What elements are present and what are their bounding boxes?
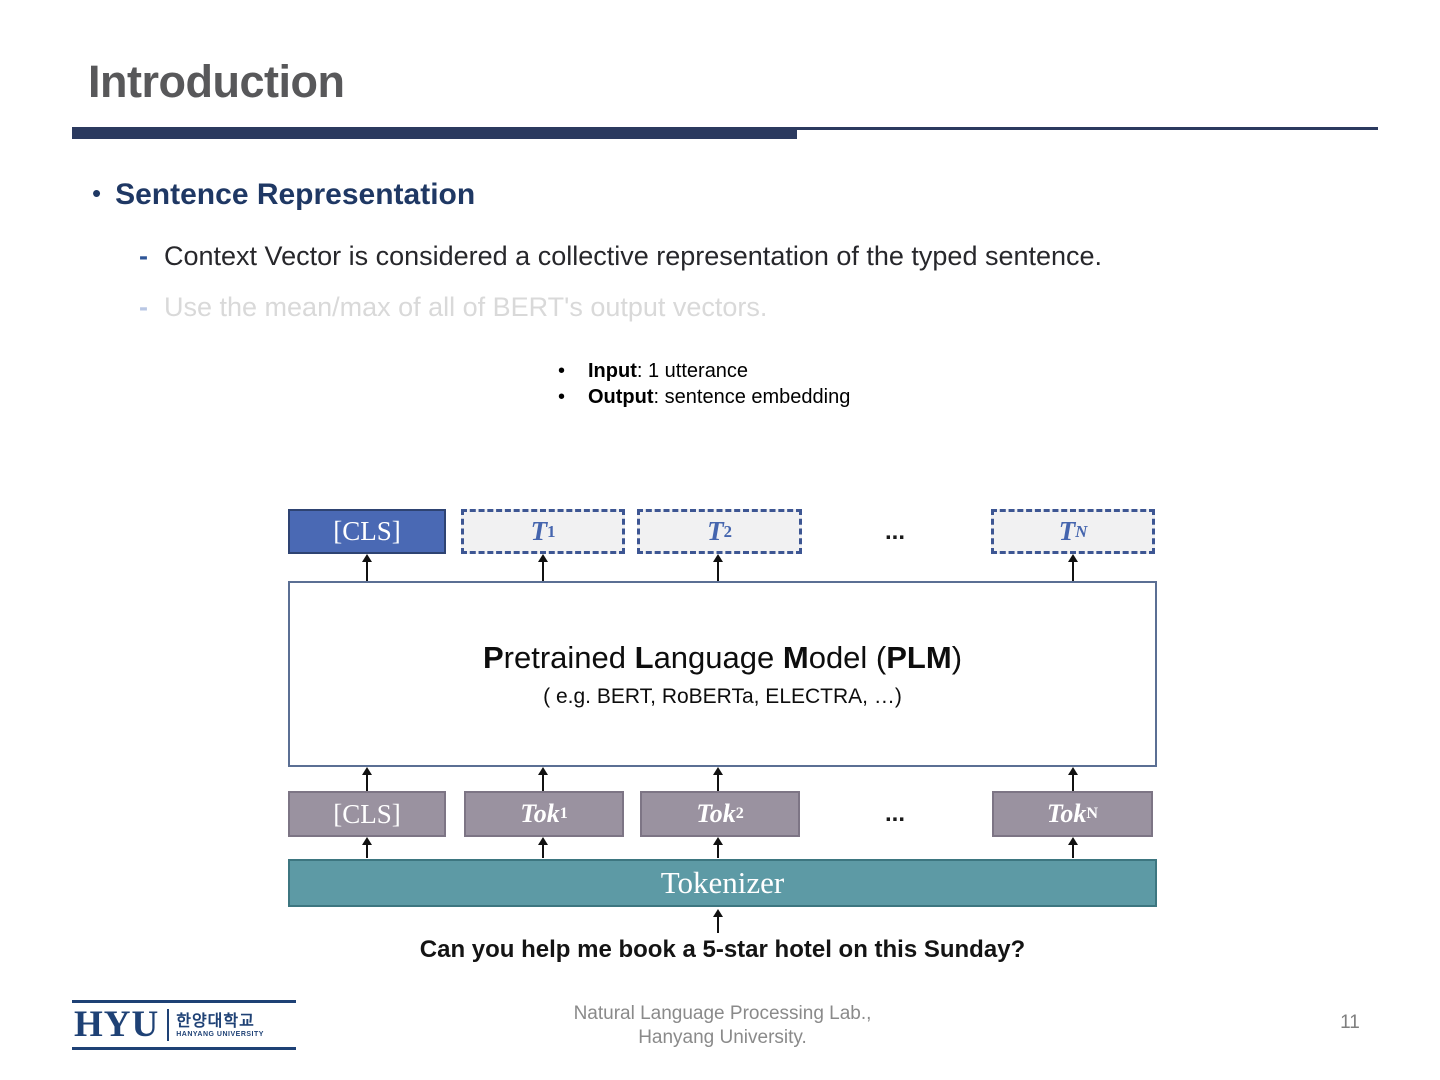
up-arrow-icon bbox=[362, 767, 372, 791]
plm-title-text: retrained bbox=[503, 639, 635, 675]
io-output-label: Output bbox=[588, 386, 654, 408]
output-row-ellipsis: ... bbox=[884, 518, 905, 545]
footer-credit: Natural Language Processing Lab., Hanyan… bbox=[288, 1002, 1157, 1050]
plm-title-text: ) bbox=[951, 639, 963, 675]
footer-credit-line2: Hanyang University. bbox=[638, 1027, 807, 1048]
bullet-dot-icon: • bbox=[558, 386, 566, 408]
t2-subscript: 2 bbox=[723, 521, 732, 541]
footer-credit-line1: Natural Language Processing Lab., bbox=[573, 1003, 872, 1024]
logo-text-block: 한양대학교 HANYANG UNIVERSITY bbox=[176, 1013, 264, 1038]
tok1-subscript: 1 bbox=[559, 805, 568, 822]
t-symbol: T bbox=[530, 516, 548, 546]
tok2-subscript: 2 bbox=[735, 805, 744, 822]
tok-symbol: Tok bbox=[520, 799, 560, 828]
up-arrow-icon bbox=[538, 767, 548, 791]
plm-subtitle: ( e.g. BERT, RoBERTa, ELECTRA, …) bbox=[543, 684, 902, 708]
up-arrow-icon bbox=[1068, 767, 1078, 791]
page-title: Introduction bbox=[88, 56, 345, 107]
up-arrow-icon bbox=[713, 767, 723, 791]
logo-english-name: HANYANG UNIVERSITY bbox=[176, 1030, 264, 1038]
up-arrow-icon bbox=[713, 909, 723, 933]
up-arrow-icon bbox=[1068, 554, 1078, 581]
io-output-line: • Output: sentence embedding bbox=[558, 384, 850, 410]
io-input-value: : 1 utterance bbox=[636, 360, 749, 382]
plm-title-text: anguage bbox=[653, 639, 783, 675]
bullet-dot-icon: • bbox=[92, 178, 102, 208]
title-underline-line bbox=[797, 127, 1378, 130]
io-output-value: : sentence embedding bbox=[653, 386, 851, 408]
up-arrow-icon bbox=[713, 837, 723, 858]
hanyang-university-logo: HYU 한양대학교 HANYANG UNIVERSITY bbox=[72, 1000, 296, 1050]
up-arrow-icon bbox=[538, 837, 548, 858]
io-input-label: Input bbox=[588, 360, 637, 382]
plm-box: Pretrained Language Model (PLM) ( e.g. B… bbox=[288, 581, 1157, 767]
t-symbol: T bbox=[1058, 516, 1076, 546]
cls-token-box: [CLS] bbox=[288, 791, 446, 837]
io-output-text: Output: sentence embedding bbox=[588, 384, 850, 410]
dash-icon: - bbox=[139, 241, 148, 271]
plm-title-bold: L bbox=[634, 639, 654, 675]
dash-icon: - bbox=[139, 292, 148, 322]
section-bullet: • Sentence Representation bbox=[92, 178, 475, 212]
up-arrow-icon bbox=[362, 837, 372, 858]
sub-bullet-mean-max: -Use the mean/max of all of BERT's outpu… bbox=[139, 292, 767, 323]
up-arrow-icon bbox=[713, 554, 723, 581]
plm-title-text: odel ( bbox=[808, 639, 887, 675]
tok-symbol: Tok bbox=[696, 799, 736, 828]
tokenizer-bar: Tokenizer bbox=[288, 859, 1157, 907]
input-sentence: Can you help me book a 5-star hotel on t… bbox=[419, 936, 1026, 963]
token-row-ellipsis: ... bbox=[884, 800, 905, 827]
page-number: 11 bbox=[1340, 1012, 1360, 1033]
plm-title: Pretrained Language Model (PLM) bbox=[483, 640, 962, 676]
plm-title-bold: P bbox=[482, 639, 504, 675]
plm-title-bold: PLM bbox=[886, 639, 952, 675]
io-notes: • Input: 1 utterance • Output: sentence … bbox=[558, 358, 850, 410]
logo-korean-name: 한양대학교 bbox=[176, 1012, 255, 1030]
io-input-line: • Input: 1 utterance bbox=[558, 358, 850, 384]
logo-divider bbox=[167, 1009, 170, 1041]
sub-bullet-text: Use the mean/max of all of BERT's output… bbox=[164, 292, 768, 322]
cls-output-box: [CLS] bbox=[288, 509, 446, 554]
section-heading: Sentence Representation bbox=[115, 178, 476, 211]
t-symbol: T bbox=[707, 516, 724, 546]
up-arrow-icon bbox=[362, 554, 372, 581]
tn-subscript: N bbox=[1075, 521, 1088, 541]
bullet-dot-icon: • bbox=[558, 360, 566, 382]
t1-subscript: 1 bbox=[547, 521, 556, 541]
sub-bullet-text: Context Vector is considered a collectiv… bbox=[164, 241, 1103, 271]
up-arrow-icon bbox=[1068, 837, 1078, 858]
tokn-subscript: N bbox=[1086, 805, 1099, 822]
tok-symbol: Tok bbox=[1046, 799, 1087, 828]
logo-acronym: HYU bbox=[74, 1004, 160, 1045]
up-arrow-icon bbox=[538, 554, 548, 581]
io-input-text: Input: 1 utterance bbox=[588, 358, 748, 384]
plm-title-bold: M bbox=[782, 639, 809, 675]
sub-bullet-context-vector: -Context Vector is considered a collecti… bbox=[139, 241, 1102, 272]
title-underline-bar bbox=[72, 127, 797, 139]
